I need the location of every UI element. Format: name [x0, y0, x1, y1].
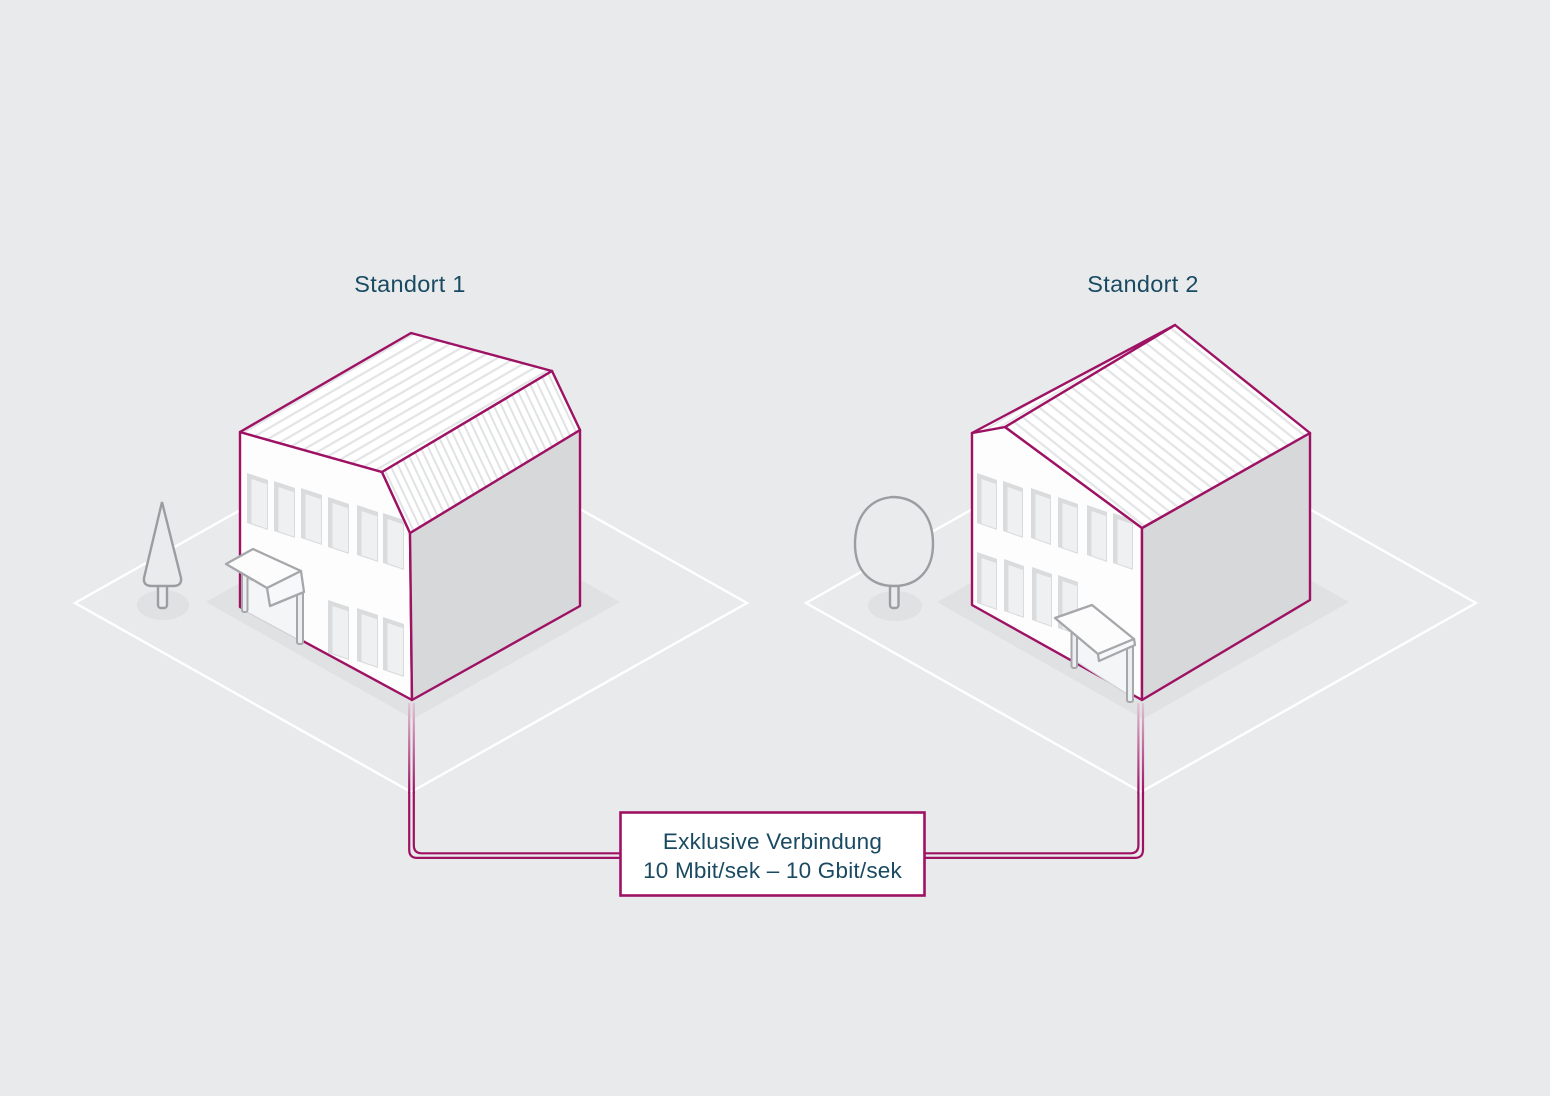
connection-line-left: [408, 792, 620, 859]
deciduous-tree-icon: [853, 495, 935, 621]
connection-line-right: [925, 792, 1145, 859]
building-2-illustration: [970, 323, 1312, 703]
building-1-entrance-door: [224, 547, 306, 645]
conifer-tree-icon: [137, 501, 189, 620]
building-1-illustration: [224, 331, 582, 702]
site-1-label: Standort 1: [354, 271, 465, 297]
connection-line: [408, 703, 1145, 859]
site-2-label: Standort 2: [1087, 271, 1198, 297]
door-canopy-skirt: [1096, 637, 1137, 663]
connection-label-box: Exklusive Verbindung 10 Mbit/sek – 10 Gb…: [619, 811, 926, 897]
building-1-windows: [247, 473, 404, 677]
site-1: Standort 1: [72, 271, 750, 794]
building-2-entrance-door: [1053, 603, 1137, 703]
site-2: Standort 2: [803, 271, 1479, 794]
door-canopy-fold: [265, 569, 306, 608]
building-2-roof-gable-sliver: [970, 323, 1177, 435]
connection-label-line-2: 10 Mbit/sek – 10 Gbit/sek: [643, 858, 902, 883]
building-1-roof-slope: [380, 369, 582, 535]
connection-label-line-1: Exklusive Verbindung: [663, 829, 882, 854]
building-2-windows: [977, 473, 1133, 635]
